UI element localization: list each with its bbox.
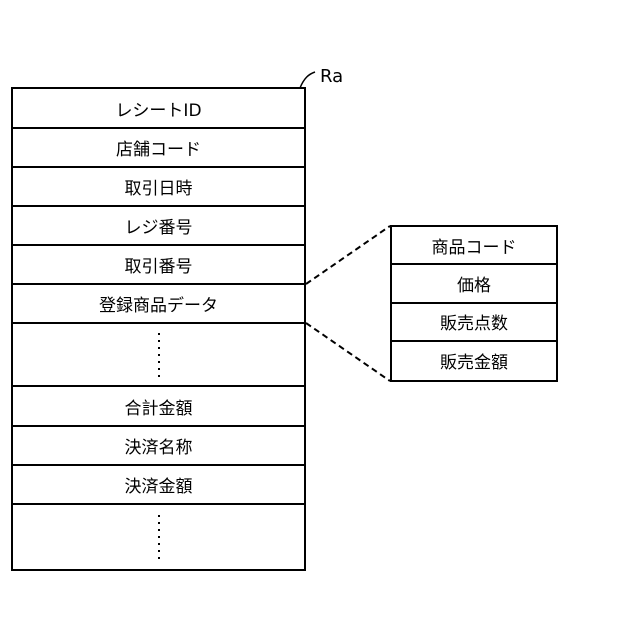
product-row-label: 価格 (457, 271, 491, 296)
receipt-row-label: 登録商品データ (99, 291, 218, 316)
receipt-row: レシートID (13, 89, 304, 129)
product-row: 価格 (392, 265, 556, 303)
product-row-label: 販売点数 (440, 309, 508, 334)
product-row: 販売点数 (392, 304, 556, 342)
receipt-row-label: 決済名称 (125, 433, 193, 458)
receipt-row (13, 324, 304, 387)
receipt-row: レジ番号 (13, 207, 304, 246)
receipt-row-label: 取引番号 (125, 252, 193, 277)
receipt-row: 合計金額 (13, 387, 304, 427)
connector-top (306, 226, 390, 284)
registered-product-data-table: 商品コード価格販売点数販売金額 (390, 225, 558, 382)
receipt-row: 決済金額 (13, 466, 304, 505)
ra-leader-curve (300, 72, 315, 88)
receipt-label: Ra (320, 66, 343, 87)
receipt-row-label: レシートID (115, 96, 201, 121)
receipt-row (13, 505, 304, 569)
receipt-row-label: 取引日時 (125, 174, 193, 199)
receipt-row-label: レジ番号 (125, 213, 193, 238)
receipt-row: 取引番号 (13, 246, 304, 285)
receipt-row: 店舗コード (13, 129, 304, 168)
vertical-ellipsis (158, 515, 160, 559)
product-row: 販売金額 (392, 342, 556, 380)
receipt-row: 取引日時 (13, 168, 304, 207)
product-row: 商品コード (392, 227, 556, 265)
vertical-ellipsis (158, 333, 160, 377)
receipt-row: 登録商品データ (13, 285, 304, 324)
product-row-label: 販売金額 (440, 348, 508, 373)
receipt-data-table: レシートID 店舗コード取引日時レジ番号取引番号登録商品データ合計金額決済名称決済… (11, 87, 306, 571)
receipt-row-label: 決済金額 (125, 472, 193, 497)
receipt-row: 決済名称 (13, 427, 304, 466)
receipt-row-label: 店舗コード (116, 135, 201, 160)
receipt-row-label: 合計金額 (125, 394, 193, 419)
product-row-label: 商品コード (432, 233, 517, 258)
connector-bottom (306, 323, 390, 381)
